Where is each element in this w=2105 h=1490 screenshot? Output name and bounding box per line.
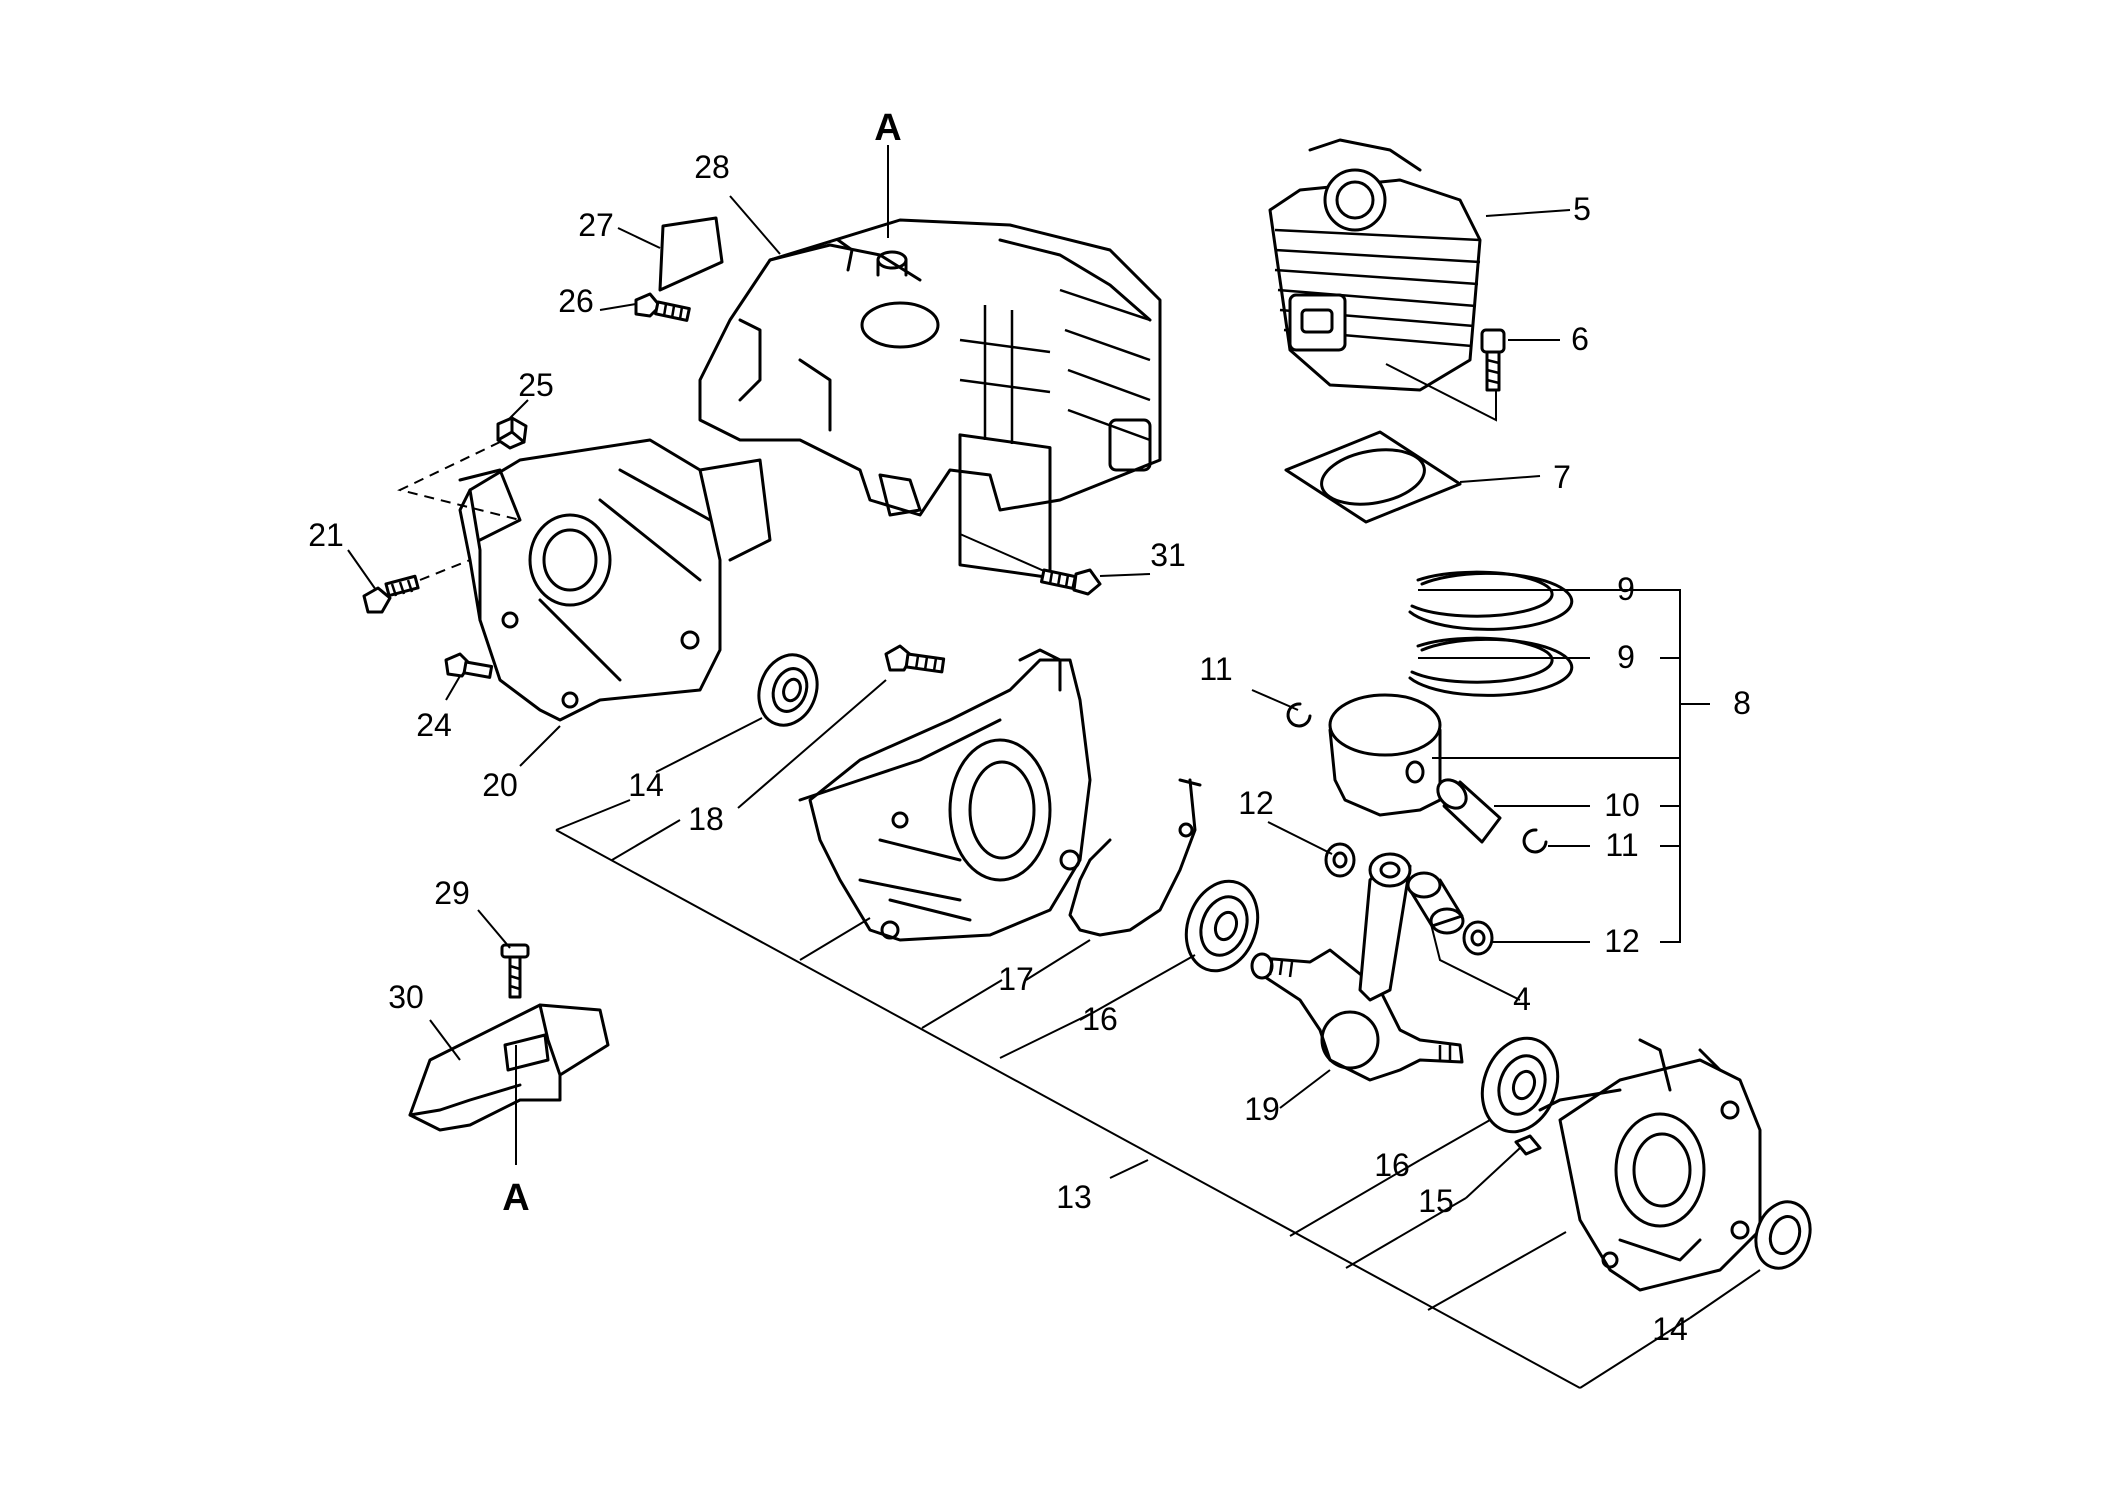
part-12-washer-right: [1462, 920, 1494, 956]
label-25: 25: [518, 367, 554, 403]
label-14-left: 14: [628, 767, 664, 803]
label-29: 29: [434, 875, 470, 911]
part-24-bolt: [444, 652, 494, 679]
label-13: 13: [1056, 1179, 1092, 1215]
part-28-engine-cover: [698, 218, 1162, 580]
part-26-bolt: [634, 292, 691, 322]
part-14-oil-seal-right: [1754, 1200, 1812, 1270]
label-26: 26: [558, 283, 594, 319]
part-16-bearing-right: [1480, 1036, 1560, 1134]
label-7: 7: [1553, 459, 1571, 495]
label-14-right: 14: [1652, 1311, 1688, 1347]
label-5: 5: [1573, 191, 1591, 227]
label-19: 19: [1244, 1091, 1280, 1127]
label-9-bottom: 9: [1617, 639, 1635, 675]
label-20: 20: [482, 767, 518, 803]
part-14-oil-seal-left: [757, 653, 819, 727]
label-6: 6: [1571, 321, 1589, 357]
label-4: 4: [1513, 981, 1531, 1017]
label-21: 21: [308, 517, 344, 553]
part-11-circlip-right: [1522, 828, 1548, 854]
part-11-circlip-left: [1286, 702, 1312, 728]
label-16-right: 16: [1374, 1147, 1410, 1183]
label-28: 28: [694, 149, 730, 185]
reference-mark-a-bottom: A: [502, 1177, 529, 1219]
part-29-bolt: [500, 943, 530, 999]
label-31: 31: [1150, 537, 1186, 573]
part-8-piston: [1328, 693, 1442, 817]
part-31-bolt: [1040, 568, 1102, 596]
label-18: 18: [688, 801, 724, 837]
label-16-left: 16: [1082, 1001, 1118, 1037]
label-8: 8: [1733, 685, 1751, 721]
label-30: 30: [388, 979, 424, 1015]
part-17-gasket: [1068, 778, 1202, 937]
label-12-left: 12: [1238, 785, 1274, 821]
label-11-left: 11: [1199, 651, 1232, 687]
part-15-dowel-pin: [1514, 1134, 1542, 1156]
leader-lines: [347, 195, 1761, 1319]
part-13-assembly-lines: [555, 799, 1691, 1389]
part-5-cylinder: [1268, 138, 1482, 392]
part-12-washer-left: [1324, 842, 1356, 878]
label-11-right: 11: [1605, 827, 1638, 863]
label-10: 10: [1604, 787, 1640, 823]
label-17: 17: [998, 961, 1034, 997]
label-12-right: 12: [1604, 923, 1640, 959]
part-27-sheet: [658, 216, 724, 292]
part-6-bolt: [1480, 328, 1506, 392]
part-10-piston-pin: [1436, 778, 1502, 844]
part-9-piston-ring-bottom: [1408, 636, 1574, 697]
label-15: 15: [1418, 1183, 1454, 1219]
part-20-fan-housing: [458, 438, 772, 722]
part-7-cylinder-gasket: [1284, 430, 1462, 524]
dashed-alignment-line: [397, 441, 521, 581]
label-24: 24: [416, 707, 452, 743]
part-13-crankcase-half-right: [1538, 1038, 1762, 1292]
part-9-piston-ring-top: [1408, 570, 1574, 631]
part-30-cover-plate: [408, 1003, 610, 1132]
part-25-nut: [496, 416, 528, 450]
part-16-bearing-left: [1184, 879, 1260, 973]
reference-mark-a-top: A: [874, 107, 901, 149]
part-4-needle-bearing: [1406, 871, 1465, 935]
part-19-crankshaft: [1250, 852, 1464, 1082]
part-13-crankcase-half: [798, 648, 1092, 942]
label-9-top: 9: [1617, 571, 1635, 607]
part-21-bolt: [362, 574, 420, 614]
part-18-bolt: [884, 644, 946, 674]
label-27: 27: [578, 207, 614, 243]
